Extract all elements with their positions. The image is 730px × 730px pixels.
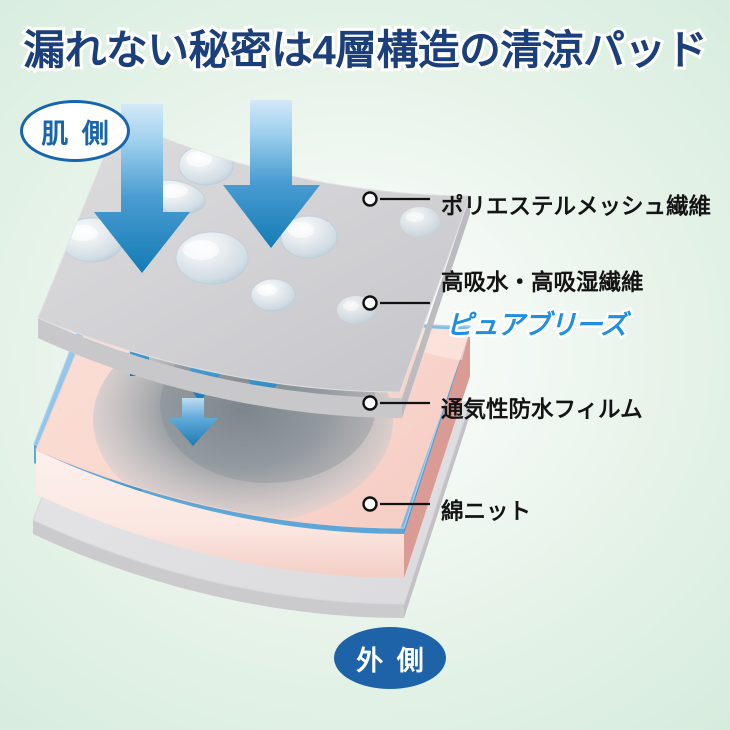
callout-marker-4 <box>362 496 378 512</box>
badge-skin-side: 肌 側 <box>20 100 130 162</box>
page-title: 漏れない秘密は4層構造の清涼パッド <box>20 24 710 76</box>
droplet <box>323 145 367 181</box>
brand-name-pure-breeze: ピュアブリーズ <box>443 308 629 343</box>
callout-label-breathable-film: 通気性防水フィルム <box>441 397 643 422</box>
droplet <box>150 179 206 216</box>
flow-arrows-top <box>94 100 320 273</box>
callout-label-cotton-knit: 綿ニット <box>441 499 532 524</box>
title-bar: 漏れない秘密は4層構造の清涼パッド <box>0 0 730 92</box>
badge-skin-side-label: 肌 側 <box>41 118 112 149</box>
callout-label-polyester-mesh: ポリエステルメッシュ繊維 <box>441 194 712 219</box>
callout-marker-3 <box>362 395 378 411</box>
droplet <box>175 231 249 285</box>
callout-leaders <box>362 191 430 512</box>
callout-marker-2 <box>362 295 378 311</box>
callout-marker-1 <box>362 191 378 207</box>
callout-label-absorbent-fiber: 高吸水・高吸湿繊維 <box>441 270 644 295</box>
droplet <box>250 278 296 312</box>
droplet <box>400 207 440 237</box>
droplet <box>280 215 338 259</box>
droplet <box>178 144 234 186</box>
badge-outer-side: 外 側 <box>334 627 446 689</box>
badge-outer-side-label: 外 側 <box>356 645 427 676</box>
